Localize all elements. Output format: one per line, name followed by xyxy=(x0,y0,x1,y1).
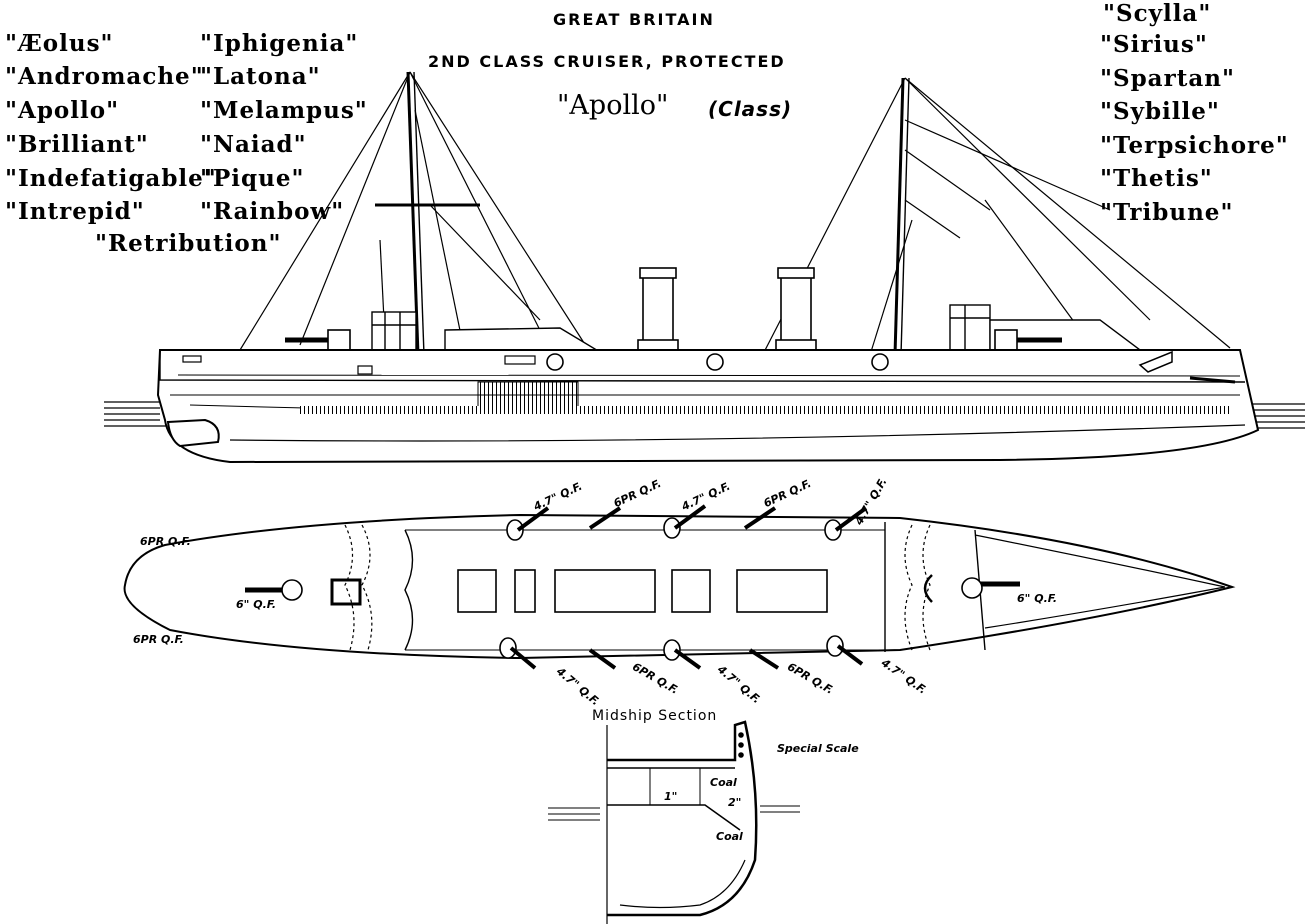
coal-lower-label: Coal xyxy=(716,830,743,843)
side-guns xyxy=(285,329,1062,351)
scale-note: Special Scale xyxy=(777,742,859,755)
classification-title: 2ND CLASS CRUISER, PROTECTED xyxy=(428,52,786,71)
class-name: "Apollo" xyxy=(557,90,669,121)
midship-title: Midship Section xyxy=(592,708,718,724)
class-suffix: (Class) xyxy=(708,97,793,121)
ship-name: "Intrepid" xyxy=(5,198,145,225)
ship-name: "Sirius" xyxy=(1100,31,1208,58)
country-title: GREAT BRITAIN xyxy=(553,10,715,29)
ship-name: "Rainbow" xyxy=(200,198,345,225)
funnels xyxy=(637,267,817,355)
ship-name: "Terpsichore" xyxy=(1100,132,1289,159)
stern-gun-label: 6" Q.F. xyxy=(236,598,277,611)
rigging xyxy=(239,71,1231,361)
masts xyxy=(406,71,910,356)
ship-name: "Æolus" xyxy=(5,30,114,57)
ship-name: "Tribune" xyxy=(1100,199,1234,226)
midship-section xyxy=(548,720,800,924)
top-broadside-guns xyxy=(506,504,868,541)
deck-plan xyxy=(123,504,1236,670)
bottom-broadside-guns xyxy=(499,635,864,670)
stern-upper-gun-label: 6PR Q.F. xyxy=(140,535,191,548)
ship-name: "Spartan" xyxy=(1100,65,1235,92)
ship-name: "Iphigenia" xyxy=(200,30,359,57)
ship-name: "Brilliant" xyxy=(5,131,149,158)
ship-name: "Naiad" xyxy=(200,131,307,158)
stern-lower-gun-label: 6PR Q.F. xyxy=(133,633,184,646)
ship-name: "Melampus" xyxy=(200,97,368,124)
bow-gun-label: 6" Q.F. xyxy=(1017,592,1058,605)
ship-name: "Scylla" xyxy=(1103,0,1212,27)
ship-name: "Indefatigable" xyxy=(5,165,217,192)
hull xyxy=(156,349,1260,464)
ship-name: "Apollo" xyxy=(5,97,120,124)
armor-1-label: 1" xyxy=(664,790,678,803)
side-elevation xyxy=(104,71,1305,464)
armor-2-label: 2" xyxy=(728,796,742,809)
ship-name: "Pique" xyxy=(200,165,305,192)
waterline xyxy=(104,401,1305,429)
ship-name: "Retribution" xyxy=(95,230,282,257)
deckhouses xyxy=(371,304,1143,353)
ship-name: "Andromache" xyxy=(5,63,204,90)
coal-upper-label: Coal xyxy=(710,776,737,789)
ship-name: "Thetis" xyxy=(1100,165,1213,192)
ship-name: "Sybille" xyxy=(1100,98,1220,125)
ship-name: "Latona" xyxy=(200,63,321,90)
